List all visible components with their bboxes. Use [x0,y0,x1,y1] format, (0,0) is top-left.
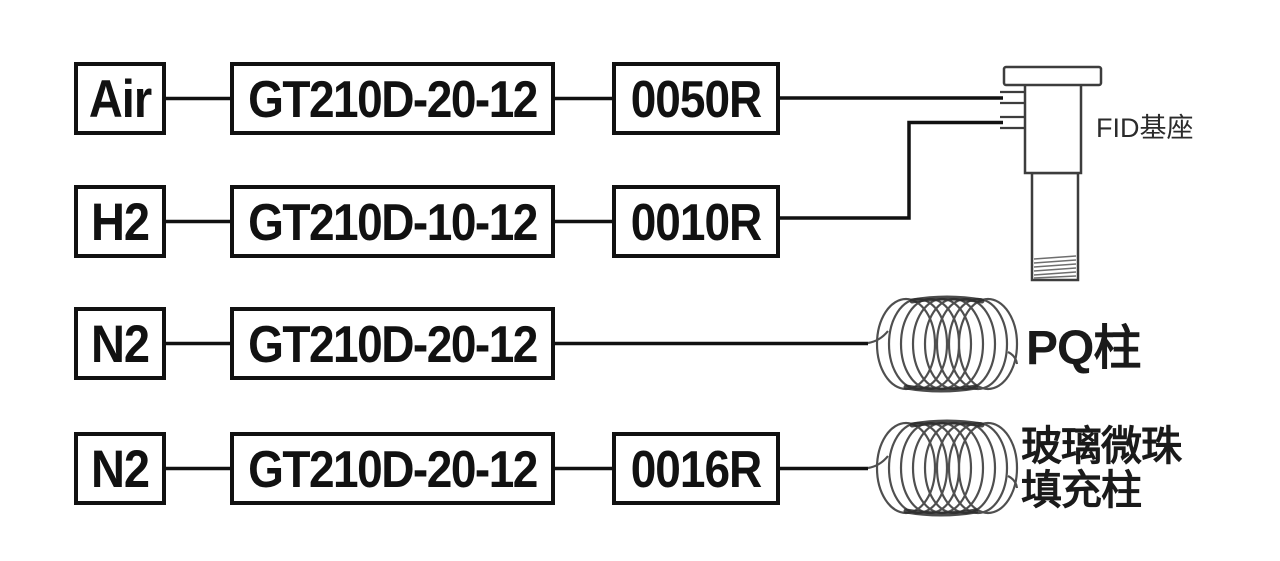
regulator-label: GT210D-20-12 [248,439,538,498]
flow-controller-box-air: 0050R [612,62,780,135]
flow-controller-label: 0016R [630,439,763,498]
gas-source-label: N2 [90,313,150,374]
gas-source-box-n2-pq: N2 [74,307,166,380]
flow-controller-box-n2-packed: 0016R [612,432,780,505]
regulator-label: GT210D-10-12 [248,192,538,251]
gas-source-label: N2 [90,438,150,499]
packed-column-label-line2: 填充柱 [1021,467,1142,513]
regulator-box-air: GT210D-20-12 [230,62,555,135]
packed-column-label: 玻璃微珠 填充柱 [1021,423,1182,513]
regulator-label: GT210D-20-12 [248,69,538,128]
flow-controller-box-h2: 0010R [612,185,780,258]
gas-source-label: H2 [90,191,150,252]
fid-inlet-stubs [1000,90,1026,130]
pq-column-coil-icon [867,295,1019,393]
gas-source-box-air: Air [74,62,166,135]
fid-base-label: FID基座 [1096,113,1194,143]
regulator-label: GT210D-20-12 [248,314,538,373]
flow-controller-label: 0010R [630,192,763,251]
gas-source-box-h2: H2 [74,185,166,258]
regulator-box-h2: GT210D-10-12 [230,185,555,258]
flow-controller-label: 0050R [630,69,763,128]
gas-source-box-n2-packed: N2 [74,432,166,505]
row2-connectors [166,120,1003,224]
packed-column-coil-icon [867,419,1019,517]
regulator-box-n2-packed: GT210D-20-12 [230,432,555,505]
fid-stem-threads [1033,255,1077,279]
regulator-box-n2-pq: GT210D-20-12 [230,307,555,380]
fid-base-fixture [1000,65,1103,282]
pq-column-label: PQ柱 [1026,322,1141,375]
row1-connectors [166,96,1003,101]
gas-source-label: Air [88,68,152,129]
packed-column-label-line1: 玻璃微珠 [1021,423,1182,469]
